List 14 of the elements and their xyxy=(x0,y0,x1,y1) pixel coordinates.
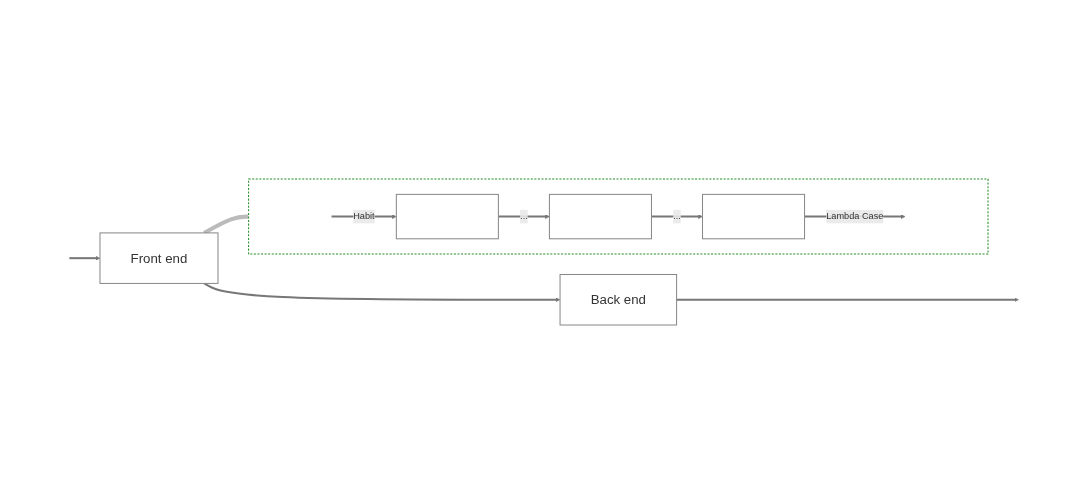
edge-label: Lambda Case xyxy=(826,211,884,222)
cluster xyxy=(248,178,989,255)
edge-label: ... xyxy=(520,211,528,222)
arrow xyxy=(676,297,1019,302)
node-box xyxy=(395,193,499,240)
node-box: Back end xyxy=(559,273,678,326)
node-box xyxy=(548,193,652,240)
arrow xyxy=(498,214,550,219)
arrow xyxy=(651,214,703,219)
node-box: Front end xyxy=(99,232,219,284)
node-box xyxy=(702,193,806,240)
edge-label: Habit xyxy=(353,211,375,222)
edge-label: ... xyxy=(673,211,681,222)
arrow xyxy=(203,282,561,302)
